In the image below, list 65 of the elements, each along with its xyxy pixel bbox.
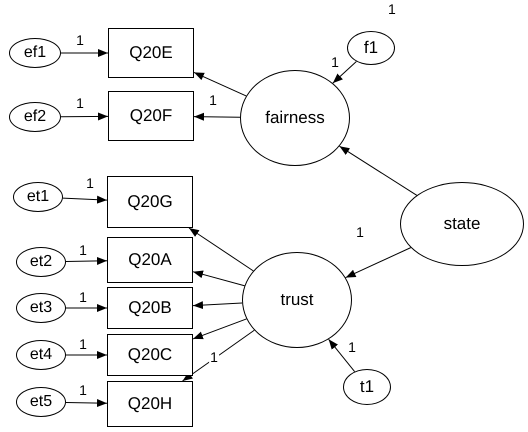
arrow [66,351,108,359]
variable-ellipse [16,387,66,417]
variable-name: state [444,214,480,234]
observed-variable-box [107,237,193,283]
edge-label: 1 [78,290,88,304]
observed-variable-box [108,28,194,78]
variable-ellipse [9,38,61,68]
edge-label: 1 [78,383,88,397]
observed-variable-box [107,176,193,228]
variable-name: trust [280,290,314,310]
variable-name: Q20C [128,345,172,365]
edge-label: 1 [75,33,85,47]
variable-ellipse [16,293,66,323]
variable-name: et3 [30,299,52,317]
arrow [60,112,108,120]
edge-label: 1 [208,93,218,107]
arrow [60,49,108,57]
arrow [345,247,412,278]
arrow [192,270,245,286]
arrow [66,399,108,408]
arrow [192,318,247,340]
variable-ellipse [13,182,63,212]
arrow [194,72,247,96]
variable-name: Q20A [128,250,172,270]
variable-name: Q20B [128,298,172,318]
observed-variable-box [107,334,193,376]
variable-name: ef2 [24,108,46,126]
arrow [66,256,108,265]
arrow [192,301,243,310]
edge-label: 1 [75,96,85,110]
variable-name: ef1 [24,44,46,62]
variable-name: Q20G [127,192,173,212]
variable-name: Q20E [129,43,173,63]
arrow [62,196,108,204]
variable-name: fairness [265,108,325,128]
variable-ellipse [343,369,391,405]
variable-name: t1 [360,377,374,397]
edge-label: 1 [355,225,365,239]
observed-variable-box [107,381,193,427]
arrow [332,60,357,84]
arrow [182,330,255,382]
edge-label: 1 [209,350,219,364]
variable-ellipse [16,340,66,370]
variable-name: et2 [30,253,52,271]
arrow [66,304,108,312]
observed-variable-box [107,287,193,329]
variable-name: Q20H [128,394,172,414]
variable-name: et4 [30,346,52,364]
variable-name: et5 [30,393,52,411]
edge-label: 1 [347,340,357,354]
variable-name: et1 [26,188,50,206]
edge-label: 1 [78,243,88,257]
variable-name: f1 [364,38,378,58]
arrow [194,112,240,121]
arrow [328,338,356,372]
arrow [188,228,254,272]
variable-ellipse [16,247,66,277]
variable-name: Q20F [130,106,172,126]
edge-label: 1 [85,176,95,190]
edge-label: 1 [78,337,88,351]
arrow [338,146,418,196]
edge-label: 1 [330,55,340,69]
variance-label: 1 [388,2,396,16]
observed-variable-box [108,91,194,141]
variable-ellipse [9,102,61,132]
